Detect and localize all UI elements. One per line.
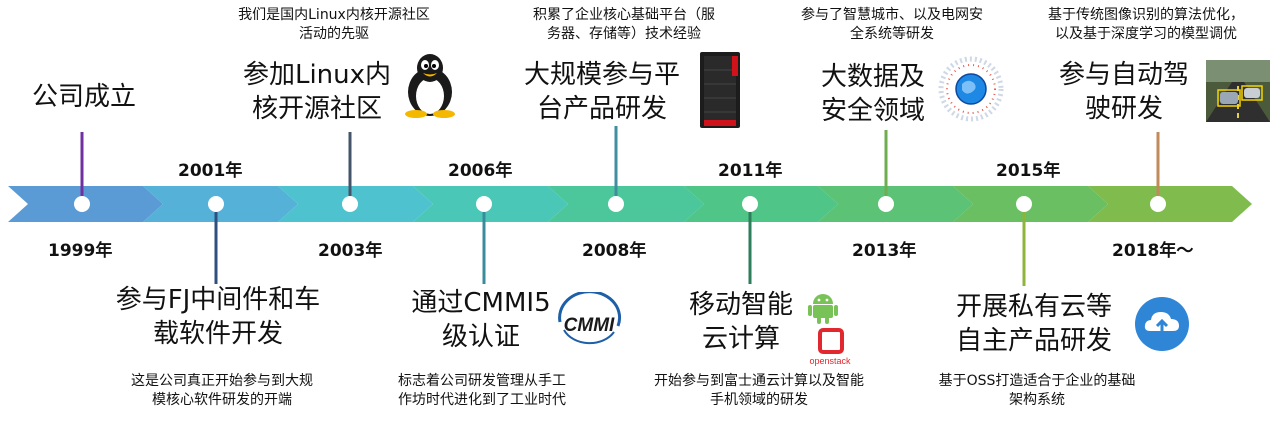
cmmi-logo-text: CMMI [564, 315, 615, 336]
timeline-segment [548, 186, 704, 222]
milestone-node [476, 196, 492, 212]
timeline-segment [818, 186, 973, 222]
year-label-2015: 2015年 [996, 161, 1061, 181]
milestone-2011-desc: 开始参与到富士通云计算以及智能 手机领域的研发 [654, 373, 864, 408]
milestone-2013-title: 大数据及 安全领域 [820, 62, 925, 126]
milestone-2001-desc: 这是公司真正开始参与到大规 模核心软件研发的开端 [131, 373, 313, 408]
milestone-node [742, 196, 758, 212]
year-label-2013: 2013年 [852, 241, 917, 261]
year-label-2018: 2018年～ [1112, 241, 1194, 261]
timeline-connectors [80, 126, 1160, 286]
timeline-segment [684, 186, 838, 222]
year-label-2011: 2011年 [718, 161, 783, 181]
milestone-1999-title: 公司成立 [31, 82, 136, 112]
openstack-logo-text: openstack [809, 356, 851, 366]
milestone-2018-desc: 基于传统图像识别的算法优化， 以及基于深度学习的模型调优 [1048, 7, 1244, 42]
openstack-logo: openstack [809, 328, 851, 366]
milestone-2015-desc: 基于OSS打造适合于企业的基础 架构系统 [938, 373, 1136, 408]
year-label-1999: 1999年 [48, 241, 113, 261]
milestone-node [74, 196, 90, 212]
milestone-2006-desc: 标志着公司研发管理从手工 作坊时代进化到了工业时代 [398, 373, 566, 408]
milestone-2003-desc: 我们是国内Linux内核开源社区 活动的先驱 [238, 7, 430, 42]
android-icon [808, 294, 838, 324]
year-label-2008: 2008年 [582, 241, 647, 261]
year-label-2006: 2006年 [448, 161, 513, 181]
timeline-arrow [8, 186, 1252, 222]
milestone-node [608, 196, 624, 212]
milestone-2006-title: 通过CMMI5 级认证 [411, 288, 551, 352]
year-label-2003: 2003年 [318, 241, 383, 261]
timeline-segment [1088, 186, 1252, 222]
cloud-upload-icon [1135, 297, 1189, 351]
car-camera-icon [1206, 60, 1270, 122]
milestone-2008-desc: 积累了企业核心基础平台（服 务器、存储等）技术经验 [533, 7, 715, 42]
milestone-2015-title: 开展私有云等 自主产品研发 [955, 292, 1112, 356]
year-label-2001: 2001年 [178, 161, 243, 181]
milestone-2013-desc: 参与了智慧城市、以及电网安 全系统等研发 [801, 7, 983, 42]
milestone-node [878, 196, 894, 212]
milestone-2018-title: 参与自动驾 驶研发 [1058, 60, 1189, 124]
milestone-2001-title: 参与FJ中间件和车 载软件开发 [115, 285, 321, 349]
milestone-2008-title: 大规模参与平 台产品研发 [523, 60, 680, 124]
milestone-node [1150, 196, 1166, 212]
milestone-2011-title: 移动智能 云计算 [688, 290, 793, 354]
milestone-node [1016, 196, 1032, 212]
timeline-nodes [74, 196, 1166, 212]
cmmi-logo: CMMI [558, 292, 622, 345]
milestone-node [208, 196, 224, 212]
milestone-2003-title: 参加Linux内 核开源社区 [242, 60, 392, 124]
milestone-node [342, 196, 358, 212]
server-icon [700, 52, 740, 128]
globe-network-icon [938, 56, 1004, 122]
linux-tux-icon [405, 54, 455, 118]
